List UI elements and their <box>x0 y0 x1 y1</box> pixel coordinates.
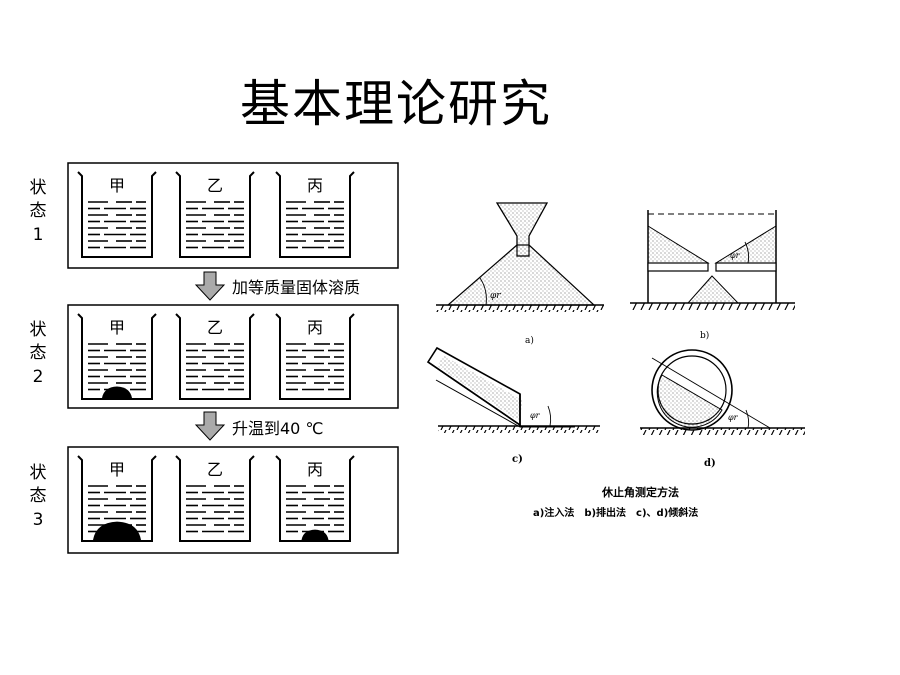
state-2-char-1: 状 <box>30 320 47 340</box>
beaker-label: 乙 <box>207 318 223 337</box>
solubility-experiment: 状 态 1 状 态 2 状 态 3 甲乙丙甲乙丙甲乙丙 加等质量固体溶质 升 <box>30 162 399 554</box>
state-3-box <box>67 446 399 554</box>
undissolved-solid <box>93 521 141 540</box>
arrow-down-2-icon <box>194 411 226 441</box>
state-3-label: 状 态 3 <box>30 463 47 530</box>
beaker-label: 乙 <box>207 460 223 479</box>
panel-c-tag: c) <box>512 454 523 465</box>
beaker-label: 丙 <box>307 176 323 195</box>
state-1-char-1: 状 <box>30 178 47 198</box>
beakers: 甲乙丙甲乙丙甲乙丙 <box>77 171 355 542</box>
caption-subtitle: a)注入法 b)排出法 c)、d)倾斜法 <box>533 506 698 519</box>
state-3-char-1: 状 <box>30 463 47 483</box>
arrow-down-1-icon <box>194 271 226 301</box>
state-1-char-3: 1 <box>33 225 44 245</box>
state-1-label: 状 态 1 <box>30 178 47 245</box>
caption-title: 休止角测定方法 <box>601 485 679 499</box>
beaker-label: 丙 <box>307 460 323 479</box>
arrow-1-text: 加等质量固体溶质 <box>232 278 360 297</box>
beaker-2-1: 甲 <box>77 313 157 400</box>
beaker-label: 甲 <box>109 460 125 479</box>
beaker-1-1: 甲 <box>77 171 157 258</box>
state-1-char-2: 态 <box>30 201 47 221</box>
panel-b-tag: b) <box>700 330 709 341</box>
panel-b-angle: φr <box>730 251 741 260</box>
beaker-label: 甲 <box>109 176 125 195</box>
panel-a: φr a) <box>436 202 604 346</box>
state-1-box <box>67 162 399 269</box>
state-2-label: 状 态 2 <box>30 320 47 387</box>
panel-a-angle: φr <box>490 291 501 301</box>
state-3-char-2: 态 <box>30 486 47 506</box>
panel-d: φr d) <box>640 349 805 469</box>
angle-of-repose-diagrams: φr a) φr b) <box>426 202 805 519</box>
beaker-label: 丙 <box>307 318 323 337</box>
state-2-box <box>67 304 399 409</box>
panel-d-angle: φr <box>728 413 739 422</box>
beaker-3-1: 甲 <box>77 455 157 542</box>
beaker-label: 甲 <box>109 318 125 337</box>
state-2-char-3: 2 <box>33 367 44 387</box>
panel-b: φr b) <box>630 210 795 341</box>
state-3-char-3: 3 <box>33 510 44 530</box>
state-2-char-2: 态 <box>30 343 47 363</box>
panel-d-tag: d) <box>704 458 716 469</box>
beaker-1-3: 丙 <box>275 171 355 258</box>
beaker-1-2: 乙 <box>175 171 255 258</box>
beaker-label: 乙 <box>207 176 223 195</box>
panel-c: φr c) <box>426 346 600 465</box>
beaker-2-2: 乙 <box>175 313 255 400</box>
panel-c-angle: φr <box>530 411 541 420</box>
beaker-2-3: 丙 <box>275 313 355 400</box>
beaker-3-2: 乙 <box>175 455 255 542</box>
undissolved-solid <box>102 386 132 398</box>
page-title: 基本理论研究 <box>240 75 552 133</box>
beaker-3-3: 丙 <box>275 455 355 542</box>
arrow-2-text: 升温到40 ℃ <box>232 419 323 438</box>
panel-a-tag: a) <box>525 335 534 346</box>
undissolved-solid <box>301 529 329 540</box>
